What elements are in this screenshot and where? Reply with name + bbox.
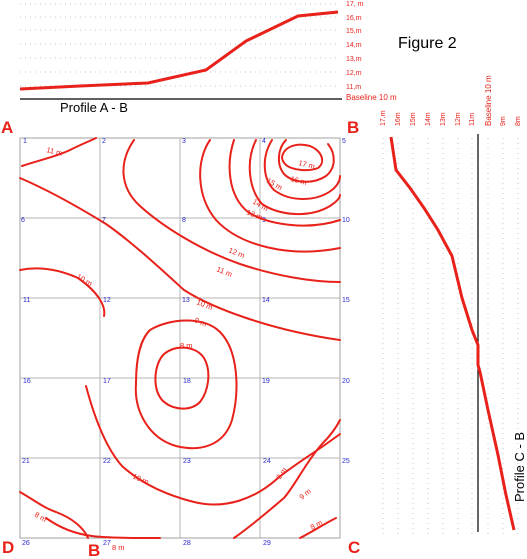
profile-cb-label-11: 11m xyxy=(469,113,476,126)
grid-point-8: 8 xyxy=(182,217,186,224)
contour-10m-lower xyxy=(85,385,341,506)
contour-label-11m: 11 m xyxy=(215,265,233,279)
contour-17m xyxy=(281,143,324,172)
contour-lines xyxy=(19,137,341,539)
grid-lines xyxy=(20,138,340,538)
profile-ab: 17, m 16,m 15,m 14,m 13,m 12,m 11,m Base… xyxy=(19,1,397,115)
contour-8m-bottomright xyxy=(299,517,337,539)
contour-label-8m-bottom: 8 m xyxy=(112,543,125,552)
grid-point-22: 22 xyxy=(103,458,111,465)
grid-point-24: 24 xyxy=(263,458,271,465)
profile-cb-gridlines xyxy=(382,138,519,535)
contour-10m-left xyxy=(19,267,106,317)
contour-label-17m: 17 m xyxy=(298,158,316,171)
contour-8m-bottom xyxy=(45,517,161,539)
grid-point-13: 13 xyxy=(182,297,190,304)
grid-point-29: 29 xyxy=(263,540,271,547)
grid-point-16: 16 xyxy=(23,378,31,385)
grid-point-11: 11 xyxy=(23,297,30,304)
contour-label-8m-bottomleft: 8 m xyxy=(33,510,48,524)
profile-ab-label-11: 11,m xyxy=(346,84,361,91)
profile-cb-label-9: 9m xyxy=(500,116,507,126)
contour-9m-lower xyxy=(233,419,341,539)
profile-cb-label-15: 15m xyxy=(410,112,417,126)
grid-point-18: 18 xyxy=(183,378,191,385)
grid-point-1: 1 xyxy=(23,138,27,145)
contour-label-11m-topleft: 11 m xyxy=(46,145,64,158)
grid-point-20: 20 xyxy=(342,378,350,385)
grid-point-23: 23 xyxy=(183,458,191,465)
figure-title: Figure 2 xyxy=(398,35,457,52)
contour-11m-topleft xyxy=(21,137,97,167)
contour-label-10m-upper: 10 m xyxy=(195,298,214,313)
contour-label-12m: 12 m xyxy=(227,246,246,261)
profile-cb-label-12: 12m xyxy=(455,112,462,126)
profile-ab-gridlines xyxy=(20,3,340,87)
corner-c: C xyxy=(348,538,360,557)
grid-point-19: 19 xyxy=(262,378,270,385)
grid-point-25: 25 xyxy=(342,458,350,465)
contour-16m xyxy=(278,139,335,183)
profile-cb-label-14: 14m xyxy=(425,112,432,126)
grid-point-4: 4 xyxy=(262,138,266,145)
grid-point-7: 7 xyxy=(102,217,106,224)
contour-11m-mid xyxy=(122,139,341,283)
contour-label-10m-lower: 10 m xyxy=(131,472,150,487)
contour-10m-upper xyxy=(19,177,341,341)
contour-12m xyxy=(199,139,341,253)
profile-ab-elevation-labels: 17, m 16,m 15,m 14,m 13,m 12,m 11,m xyxy=(346,1,364,91)
contour-15m xyxy=(263,139,341,200)
contour-14m xyxy=(248,139,341,216)
grid-point-27: 27 xyxy=(103,540,111,547)
contour-8m-ring xyxy=(154,346,210,410)
profile-ab-label-13: 13,m xyxy=(346,56,362,63)
grid-point-26: 26 xyxy=(22,540,30,547)
contour-label-9m-lower: 9 m xyxy=(298,487,313,502)
profile-ab-label-16: 16,m xyxy=(346,15,362,22)
grid-point-2: 2 xyxy=(102,138,106,145)
contour-13m xyxy=(228,139,341,227)
profile-cb-label-13: 13m xyxy=(440,112,447,126)
contour-label-9m-ring: 9 m xyxy=(193,316,208,329)
grid-point-28: 28 xyxy=(183,540,191,547)
grid-point-12: 12 xyxy=(103,297,111,304)
contour-label-8m-bottomright: 8 m xyxy=(309,518,324,532)
profile-ab-line xyxy=(19,10,339,91)
profile-ab-label-12: 12,m xyxy=(346,70,362,77)
grid-point-5: 5 xyxy=(342,138,346,145)
grid-point-14: 14 xyxy=(262,297,270,304)
corner-d: D xyxy=(2,538,14,557)
grid-point-6: 6 xyxy=(21,217,25,224)
contour-label-10m-left: 10 m xyxy=(75,272,94,288)
map-grid xyxy=(19,137,341,539)
contour-9m-ring xyxy=(134,319,238,450)
corner-b-top: B xyxy=(347,118,359,137)
profile-cb-elevation-labels: 17,m 16m 15m 14m 13m 12m 11m 9m 8m xyxy=(380,110,522,126)
corner-a: A xyxy=(1,118,13,137)
contour-label-8m-ring: 8 m xyxy=(180,341,193,350)
profile-ab-baseline-label: Baseline 10 m xyxy=(346,93,397,102)
grid-point-numbers: 1 2 3 4 5 6 7 8 9 10 11 12 13 14 15 16 1… xyxy=(21,138,350,547)
profile-ab-title: Profile A - B xyxy=(60,100,128,115)
grid-point-15: 15 xyxy=(342,297,350,304)
profile-cb-line xyxy=(389,136,516,531)
profile-cb-baseline-label: Baseline 10 m xyxy=(484,75,493,126)
profile-ab-label-14: 14,m xyxy=(346,42,362,49)
corner-b-bottom: B xyxy=(88,541,100,559)
profile-cb-title: Profile C - B xyxy=(512,432,527,502)
contour-label-16m: 16 m xyxy=(290,174,308,187)
profile-ab-label-17: 17, m xyxy=(346,1,364,8)
profile-ab-label-15: 15,m xyxy=(346,28,362,35)
grid-point-17: 17 xyxy=(103,378,111,385)
profile-cb-label-17: 17,m xyxy=(380,110,387,126)
profile-cb-label-8: 8m xyxy=(515,116,522,126)
grid-point-3: 3 xyxy=(182,138,186,145)
profile-cb: 17,m 16m 15m 14m 13m 12m 11m 9m 8m Basel… xyxy=(380,75,527,535)
grid-point-21: 21 xyxy=(22,458,30,465)
grid-point-10: 10 xyxy=(342,217,350,224)
profile-cb-label-16: 16m xyxy=(395,112,402,126)
contour-8m-bottomleft xyxy=(19,491,89,539)
